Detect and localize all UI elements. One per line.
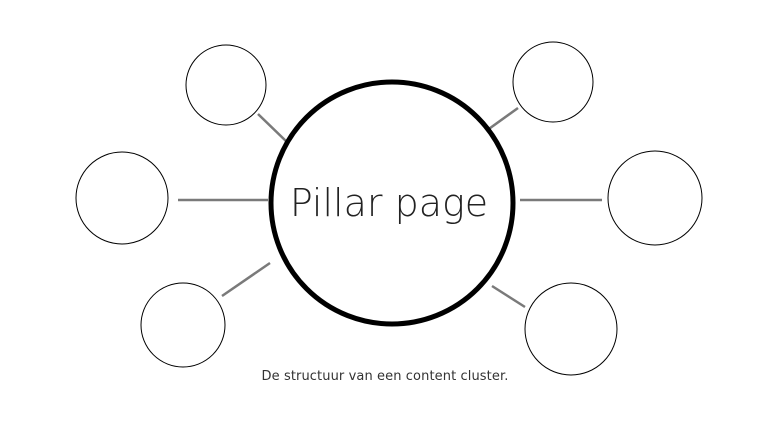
connector-bottom-left	[221, 261, 271, 298]
connector-top-left	[257, 113, 289, 144]
cluster-node-middle-right	[607, 150, 703, 246]
connector-top-right	[485, 106, 519, 133]
cluster-node-top-right	[512, 41, 594, 123]
pillar-page-node	[268, 79, 516, 327]
cluster-node-middle-left	[75, 151, 169, 245]
connector-bottom-right	[491, 284, 526, 309]
diagram-caption: De structuur van een content cluster.	[261, 369, 509, 384]
cluster-node-top-left	[185, 44, 267, 126]
cluster-node-bottom-left	[140, 282, 226, 368]
pillar-page-label: Pillar page	[290, 181, 488, 225]
cluster-node-bottom-right	[524, 282, 618, 376]
